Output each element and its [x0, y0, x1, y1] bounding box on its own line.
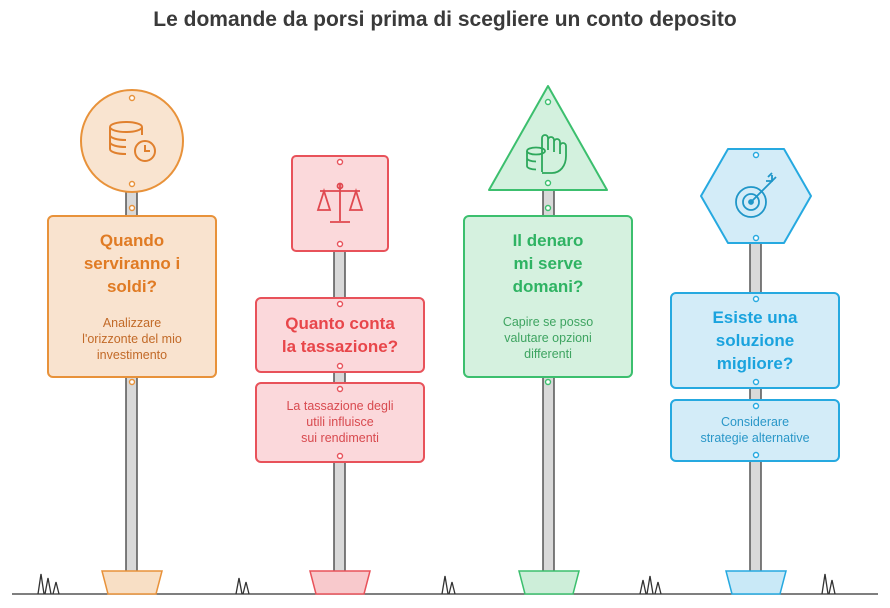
hand-coins-icon [526, 134, 567, 174]
post-base [518, 570, 580, 595]
sign-1-question: Quando serviranno i soldi? [83, 231, 181, 296]
diagram-title: Le domande da porsi prima di scegliere u… [153, 8, 737, 31]
question-board [255, 297, 425, 373]
post-base [101, 570, 163, 595]
question-board [670, 292, 840, 389]
sign-4-description: Considerare strategie alternative [700, 415, 810, 445]
sign-1-description: Analizzare l'orizzonte del mio investime… [82, 316, 182, 362]
coins-clock-icon [109, 121, 156, 162]
signpost-1 [47, 89, 217, 595]
icon-sign-circle [80, 89, 184, 193]
scale-balance-icon [316, 182, 364, 223]
sign-2-question: Quanto conta la tassazione? [281, 314, 399, 356]
question-board [463, 215, 633, 378]
sign-3-description: Capire se posso valutare opzioni differe… [502, 315, 594, 361]
target-arrow-icon [735, 172, 777, 218]
description-board [255, 382, 425, 463]
sign-4-question: Esiste una soluzione migliore? [712, 308, 798, 373]
sign-3-question: Il denaro mi serve domani? [512, 231, 584, 296]
description-board [670, 399, 840, 462]
signpost-3 [463, 85, 633, 595]
post-base [309, 570, 371, 595]
post-base [725, 570, 787, 595]
sign-2-description: La tassazione degli utili influisce sui … [286, 399, 394, 445]
signpost-2 [255, 155, 425, 595]
question-board [47, 215, 217, 378]
signpost-4 [670, 148, 840, 595]
